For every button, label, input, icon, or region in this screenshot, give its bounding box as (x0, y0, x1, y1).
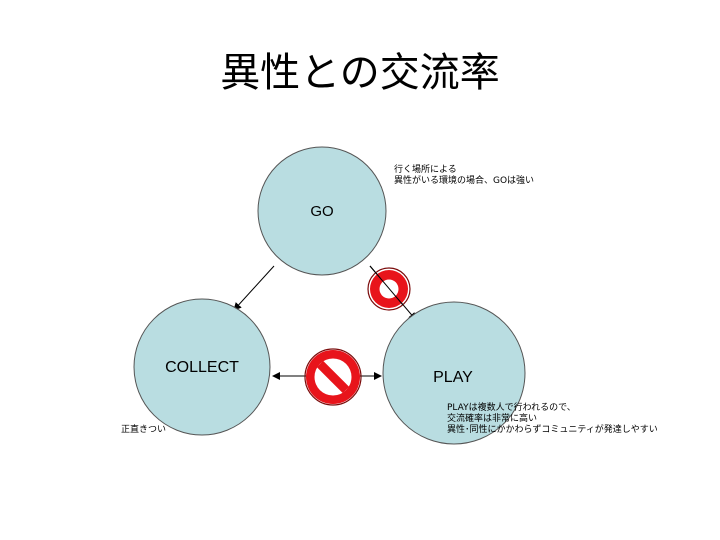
node-collect: COLLECT (133, 298, 271, 436)
arrow-go-to-collect (233, 265, 275, 311)
node-collect-label: COLLECT (165, 359, 239, 376)
play-note-line: 異性･同性にかかわらずコミュニティが発達しやすい (447, 425, 658, 435)
node-go: GO (257, 146, 387, 276)
go-note-line: 異性がいる環境の場合、GOは強い (394, 176, 535, 186)
play-note-line: 交流確率は非常に高い (447, 414, 538, 424)
maru-circle-icon (367, 265, 411, 311)
collect-note: 正直きつい (121, 425, 167, 435)
play-note: PLAYは複数人で行われるので、 交流確率は非常に高い 異性･同性にかかわらずコ… (447, 403, 658, 436)
node-go-label: GO (310, 203, 333, 220)
prohibited-icon (304, 348, 362, 406)
go-note-line: 行く場所による (394, 165, 457, 175)
node-play-label: PLAY (433, 369, 473, 386)
page-title: 異性との交流率 (220, 50, 500, 96)
node-play: PLAY (382, 301, 526, 445)
play-note-line: PLAYは複数人で行われるので、 (447, 403, 576, 413)
go-note: 行く場所による 異性がいる環境の場合、GOは強い (394, 165, 534, 187)
